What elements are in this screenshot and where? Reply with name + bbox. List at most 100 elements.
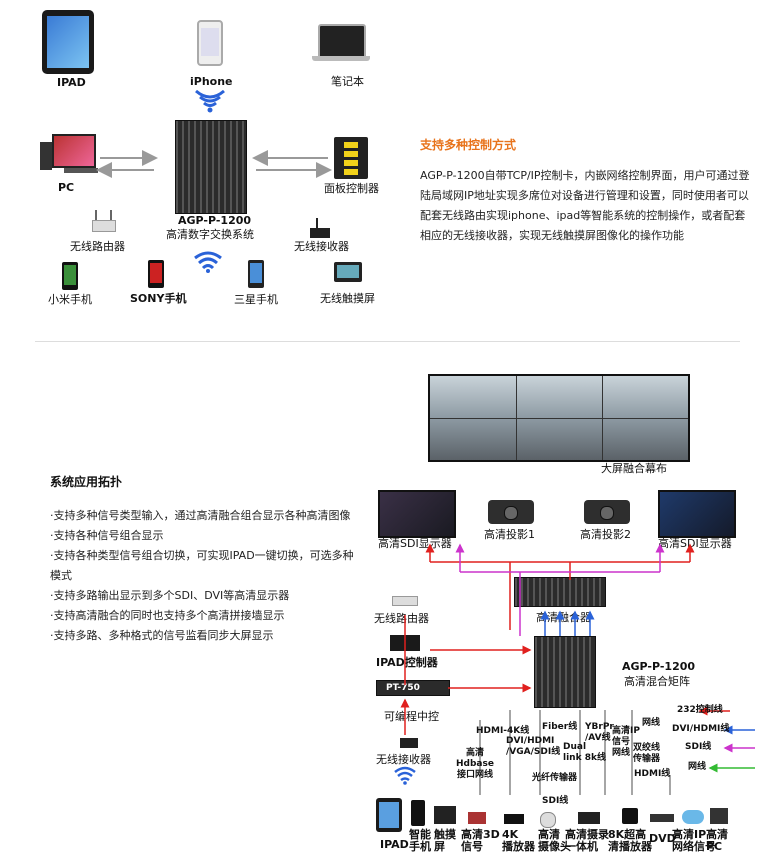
wifi-icon [194,251,222,273]
bullet-item: ·支持多种信号类型输入，通过高清融合组合显示各种高清图像 [50,509,351,522]
receiver-icon [310,228,330,238]
cable-hdmi4k: HDMI-4K线 [476,726,530,736]
receiver-bottom-icon [400,738,418,748]
router-bottom-label: 无线路由器 [374,612,429,625]
legend-dvi: DVI/HDMI线 [672,724,730,734]
laptop-label: 笔记本 [331,75,364,88]
xiaomi-label: 小米手机 [48,293,92,306]
cable-hdbase: 高清 Hdbase 接口网线 [456,748,494,780]
receiver-antenna [316,218,318,228]
source-label: 高清摄录 一体机 [565,828,609,853]
matrix-bottom-model: AGP-P-1200 [622,660,696,673]
laptop-icon [318,24,366,58]
receiver-label: 无线接收器 [294,240,349,253]
sdi-monitor-left-icon [378,490,456,538]
cable-ybrpr: YBrPr /AV线 [585,722,614,743]
projector-2-label: 高清投影2 [580,528,631,541]
source-pc-icon [710,808,728,824]
source-ip-icon [682,810,704,824]
fusion-device-icon [514,577,606,607]
iphone-label: iPhone [190,75,233,88]
pc-monitor-icon [52,134,96,168]
ipad-icon [42,10,94,74]
cable-optical: 光纤传输器 [532,773,578,783]
source-label: 高清IP 网络信号 [672,828,716,853]
router-icon [92,220,116,232]
wireless-router-icon [392,596,418,606]
cable-twisted: 双绞线 传输器 [633,743,661,764]
router-label: 无线路由器 [70,240,125,253]
source-label: 8K超高 清播放器 [608,828,652,853]
matrix-model-label: AGP-P-1200 [178,214,252,227]
cable-hdip: 高清IP 信号 网线 [612,726,640,758]
bullet-item: ·支持各种类型信号组合切换，可实现IPAD一键切换，可选多种模式 [50,549,354,582]
projector-1-label: 高清投影1 [484,528,535,541]
arrows-top [96,150,332,178]
sony-phone-icon [148,260,164,288]
feature-text: AGP-P-1200自带TCP/IP控制卡，内嵌网络控制界面，用户可通过登陆局域… [420,169,750,242]
connection-lines [400,543,755,795]
touch-screen-icon [334,262,362,282]
source-label: 高清3D 信号 [461,828,500,853]
cable-network: 网线 [642,718,661,728]
router-antenna [110,210,112,220]
sony-label: SONY手机 [130,292,187,305]
feature-title: 支持多种控制方式 [420,138,517,152]
samsung-label: 三星手机 [234,293,278,306]
source-label: 触摸 屏 [434,828,456,853]
cable-fiber: Fiber线 [542,722,578,732]
pt750-desc: 可编程中控 [384,710,439,723]
keyboard-icon [64,168,98,173]
source-label: DVD [649,832,676,845]
big-screen-label: 大屏融合幕布 [601,462,667,475]
panel-label: 面板控制器 [324,182,379,195]
matrix-device-icon [175,120,247,214]
ipad-ctrl-label: IPAD控制器 [376,656,438,669]
projector-2-icon [584,500,630,524]
source-label: 智能 手机 [409,828,431,853]
sdi-monitor-right-icon [658,490,736,538]
bullet-item: ·支持多路、多种格式的信号监看同步大屏显示 [50,629,274,642]
big-screen-image [428,374,690,462]
legend-232: 232控制线 [677,705,723,715]
source-4k-icon [504,814,524,824]
source-8k-icon [622,808,638,824]
pt750-label: PT-750 [386,683,420,693]
legend-net: 网线 [688,762,707,772]
samsung-phone-icon [248,260,264,288]
source-label: 高清 PC [706,828,728,853]
source-camera-icon [540,812,556,828]
feature-bullets: ·支持多种信号类型输入，通过高清融合组合显示各种高清图像 ·支持各种信号组合显示… [50,506,355,646]
bullet-item: ·支持各种信号组合显示 [50,529,164,542]
cable-dvi: DVI/HDMI /VGA/SDI线 [506,736,561,757]
legend-sdi: SDI线 [685,742,712,752]
source-label: 4K 播放器 [502,828,535,853]
bullet-item: ·支持多路输出显示到多个SDI、DVI等高清显示器 [50,589,290,602]
matrix-bottom-desc: 高清混合矩阵 [624,675,690,688]
wifi-signal-icon [195,89,225,113]
section-title: 系统应用拓扑 [50,475,123,489]
panel-controller-icon [334,137,368,179]
source-phone-icon [411,800,425,826]
iphone-icon [197,20,223,66]
source-touch-icon [434,806,456,824]
receiver-bottom-label: 无线接收器 [376,753,431,766]
source-ipad-icon [376,798,402,832]
xiaomi-phone-icon [62,262,78,290]
source-dvd-icon [650,814,674,822]
ipad-label: IPAD [57,76,86,89]
matrix-desc-label: 高清数字交换系统 [166,228,254,241]
touch-label: 无线触摸屏 [320,292,375,305]
source-camcorder-icon [578,812,600,824]
sdi-right-label: 高清SDI显示器 [658,537,732,550]
pc-label: PC [58,181,75,194]
section-divider [35,341,740,342]
laptop-base [312,56,370,61]
router-antenna [95,210,97,220]
cable-sdi: SDI线 [542,796,569,806]
pc-tower-icon [40,142,52,170]
bullet-item: ·支持高清融合的同时也支持多个高清拼接墙显示 [50,609,285,622]
source-label: IPAD [380,838,409,851]
cable-hdmi: HDMI线 [634,769,671,779]
source-label: 高清 摄像头 [538,828,571,853]
